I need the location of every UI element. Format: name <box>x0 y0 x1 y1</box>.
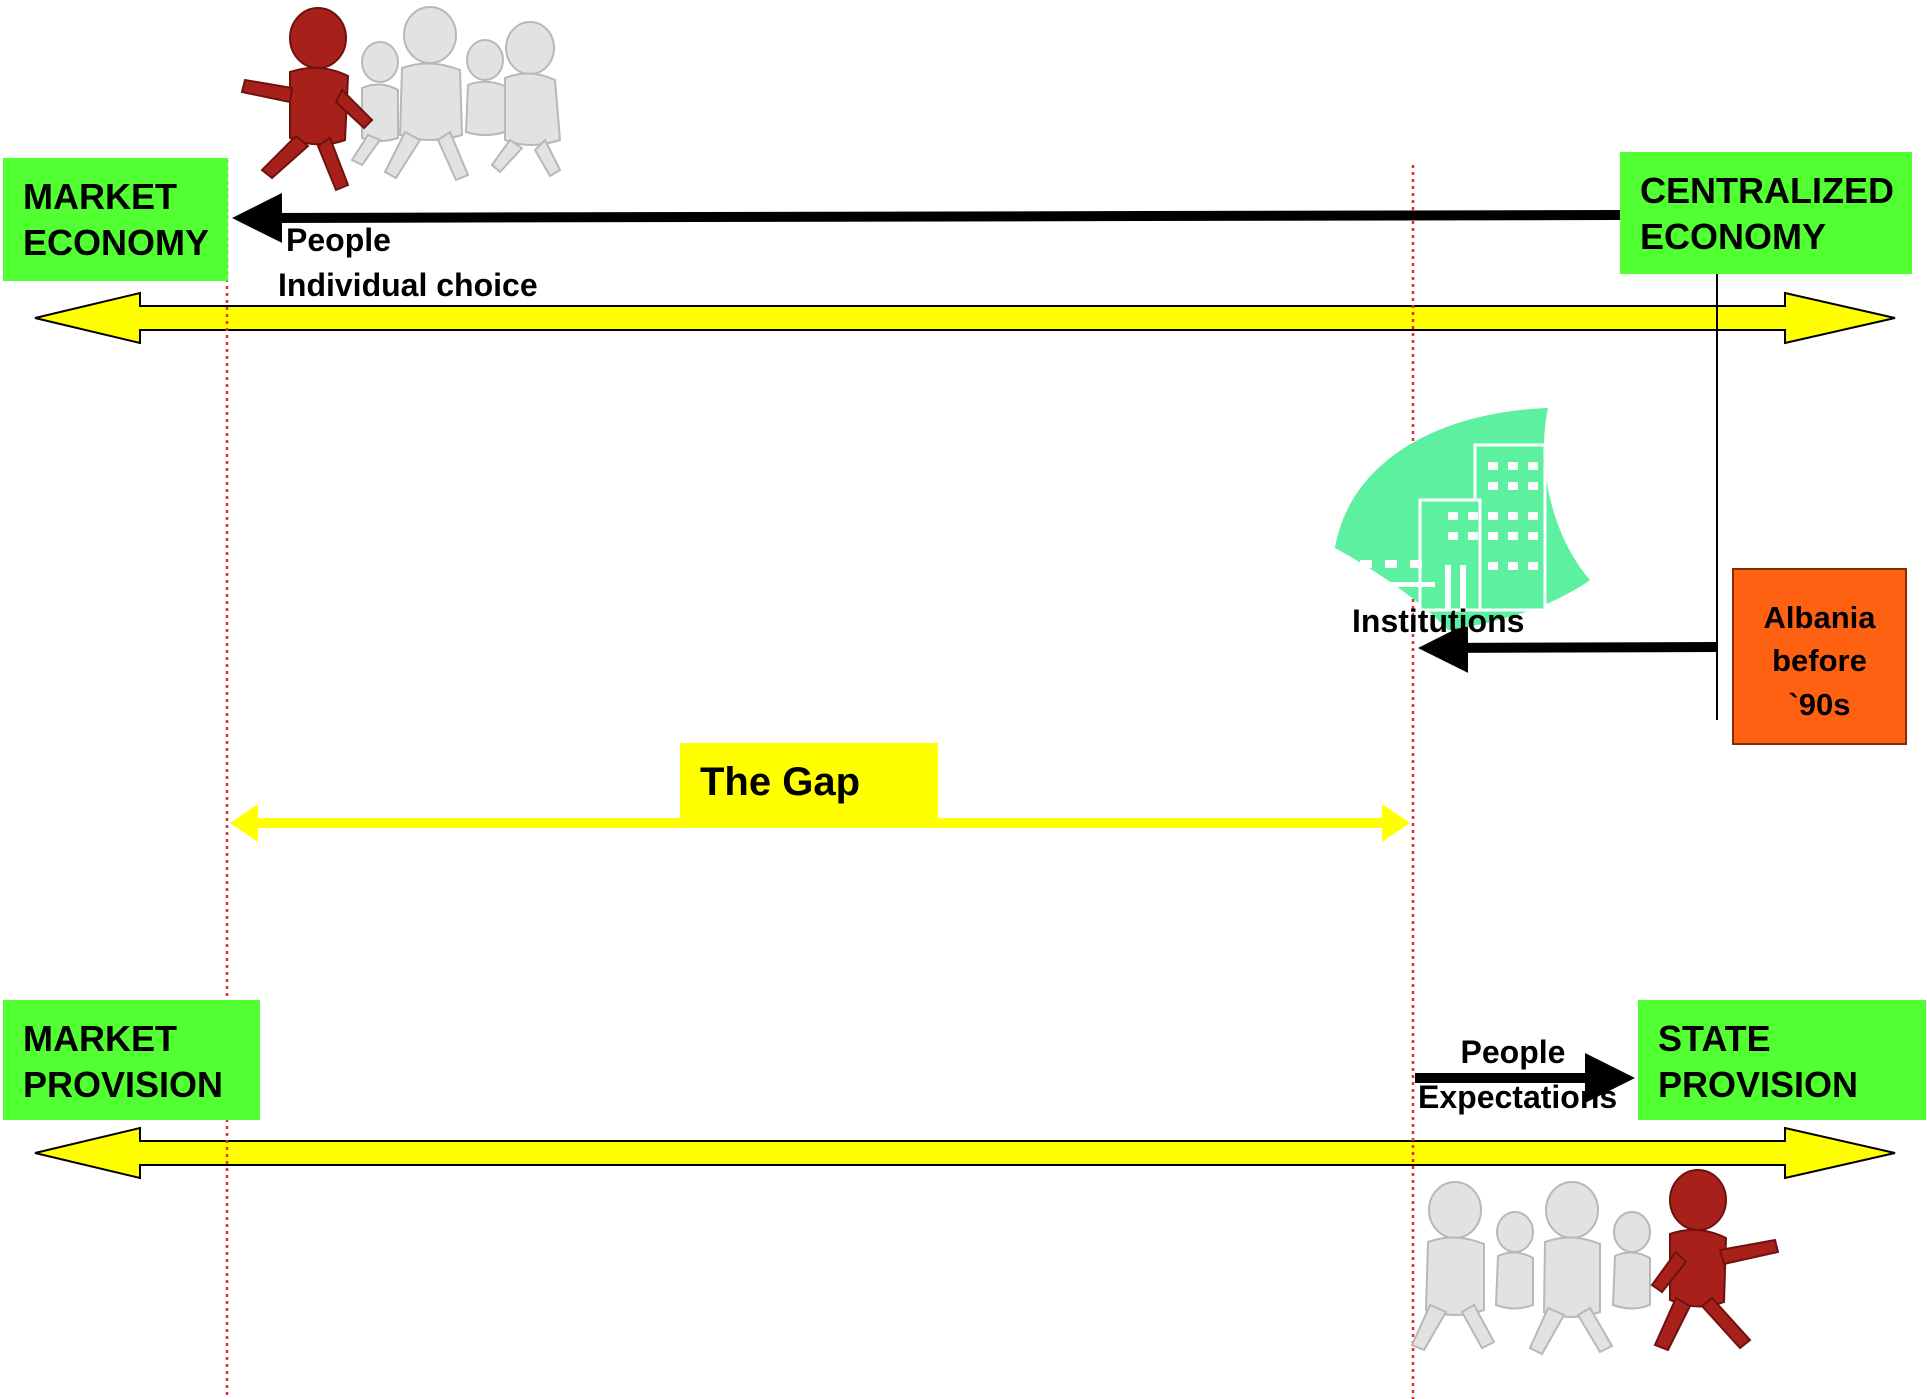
people-expectations-line-1: People <box>1460 1034 1566 1070</box>
gap-arrow <box>230 804 1410 842</box>
people-choice-line-2: Individual choice <box>278 267 538 304</box>
the-gap-box: The Gap <box>680 743 938 821</box>
market-economy-line-2: ECONOMY <box>23 222 210 264</box>
people-expectations-line-2: Expectations <box>1418 1079 1618 1116</box>
people-expectations-label: People Expectations <box>1418 1030 1618 1121</box>
people-choice-label: People Individual choice <box>278 218 538 309</box>
state-provision-line-2: PROVISION <box>1658 1064 1859 1106</box>
economy-axis-arrow <box>34 291 1896 345</box>
market-economy-box: MARKET ECONOMY <box>3 158 228 281</box>
state-provision-box: STATE PROVISION <box>1638 1000 1926 1120</box>
market-provision-box: MARKET PROVISION <box>3 1000 260 1120</box>
running-people-leader-left-icon <box>240 6 562 192</box>
provision-axis-arrow <box>34 1126 1896 1180</box>
state-provision-line-1: STATE <box>1658 1018 1771 1059</box>
centralized-economy-line-1: CENTRALIZED <box>1640 170 1894 211</box>
building-icon <box>1335 408 1590 630</box>
albania-line-3: `90s <box>1788 686 1851 722</box>
the-gap-label: The Gap <box>700 760 861 804</box>
albania-line-2: before <box>1772 643 1867 679</box>
running-people-leader-right-icon <box>1410 1169 1780 1356</box>
centralized-economy-line-2: ECONOMY <box>1640 216 1827 258</box>
people-choice-line-1: People <box>286 222 391 258</box>
market-provision-line-1: MARKET <box>23 1018 177 1059</box>
centralized-economy-box: CENTRALIZED ECONOMY <box>1620 152 1912 274</box>
market-provision-line-2: PROVISION <box>23 1064 224 1106</box>
institutions-arrow <box>1418 622 1718 673</box>
albania-before-90s-box: Albania before `90s <box>1732 568 1907 745</box>
market-economy-line-1: MARKET <box>23 176 177 217</box>
people-choice-arrow <box>232 192 1621 243</box>
albania-line-1: Albania <box>1763 600 1876 635</box>
institutions-label: Institutions <box>1352 603 1525 639</box>
